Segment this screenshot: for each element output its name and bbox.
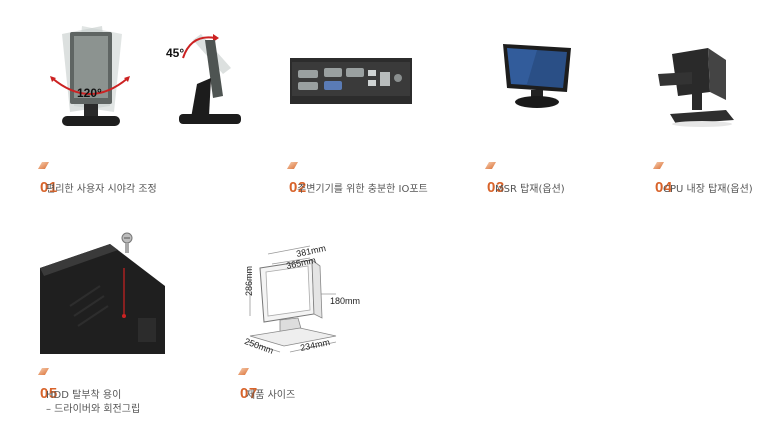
feature-number: 01 (40, 179, 58, 196)
feature-caption: CPU 내장 탑재(옵션) (663, 184, 753, 195)
number-marker-icon (237, 368, 250, 375)
feature-number: 05 (40, 385, 58, 402)
feature-caption-line2: – 드라이버와 회전그립 (46, 404, 141, 415)
io-ports-image (290, 58, 412, 104)
feature-caption: 편리한 사용자 시야각 조정 (46, 184, 157, 195)
feature-caption-line1: HDD 탈부착 용이 (46, 390, 122, 401)
feature-caption: 제품 사이즈 (246, 390, 296, 401)
feature-caption: 주변기기를 위한 충분한 IO포트 (297, 184, 428, 195)
product-size-diagram (247, 245, 337, 353)
number-marker-icon (652, 162, 665, 169)
number-marker-icon (37, 162, 50, 169)
feature-number: 07 (240, 385, 258, 402)
dim-depth: 180mm (330, 296, 361, 306)
msr-monitor-image (503, 44, 571, 108)
number-marker-icon (484, 162, 497, 169)
cpu-builtin-image (658, 48, 734, 127)
viewing-angle-front-image (50, 26, 130, 126)
number-marker-icon (286, 162, 299, 169)
number-marker-icon (37, 368, 50, 375)
dim-height: 286mm (244, 265, 255, 297)
angle-side-label: 45° (166, 46, 185, 60)
viewing-angle-side-image (179, 34, 241, 124)
hdd-removal-image (40, 232, 165, 354)
feature-number: 02 (289, 179, 307, 196)
feature-number: 03 (487, 179, 505, 196)
feature-number: 04 (655, 179, 673, 196)
feature-caption: MSR 탑재(옵션) (495, 184, 565, 195)
angle-front-label: 120° (77, 86, 102, 100)
